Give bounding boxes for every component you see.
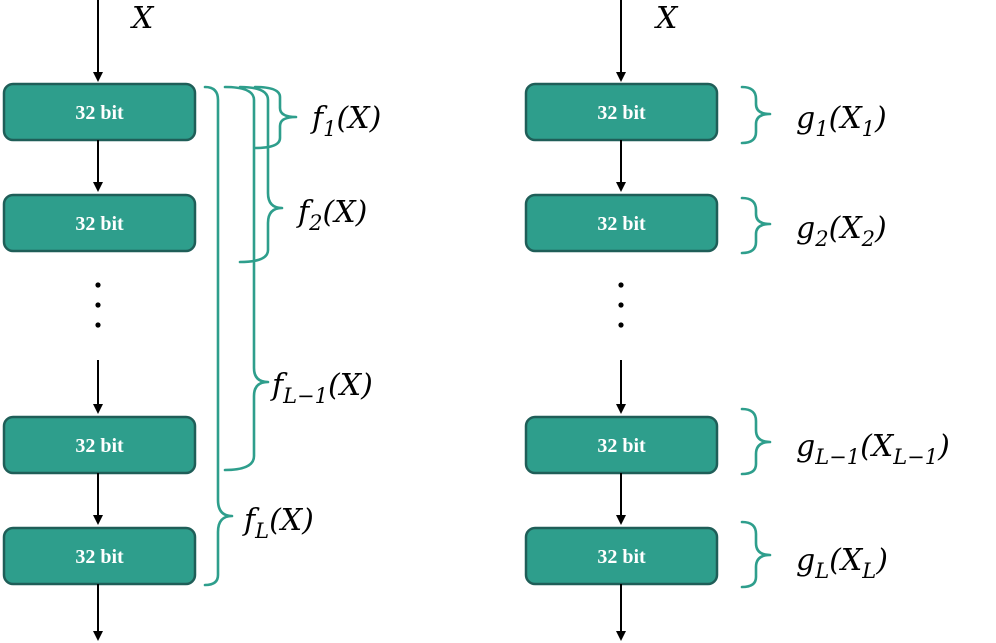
brace-g2	[740, 196, 772, 255]
block-1-label: 32 bit	[75, 102, 124, 124]
left-column: X 32 bit 32 bit 32 bit 32 bit	[2, 0, 381, 641]
brace-f1	[253, 85, 298, 150]
block-r3-label: 32 bit	[597, 435, 646, 457]
block-r4-label: 32 bit	[597, 546, 646, 568]
brace-g1	[740, 85, 772, 145]
label-f2: f2(X)	[296, 195, 367, 235]
input-label-left: X	[130, 1, 155, 36]
block-r2-label: 32 bit	[597, 213, 646, 235]
block-2-label: 32 bit	[75, 213, 124, 235]
brace-fL	[203, 85, 234, 587]
brace-gL	[740, 520, 772, 589]
label-f1: f1(X)	[310, 101, 381, 141]
label-fL: fL(X)	[242, 503, 314, 543]
brace-gL-1	[740, 407, 772, 476]
block-r1-label: 32 bit	[597, 102, 646, 124]
block-3: 32 bit	[2, 415, 197, 475]
label-gL-1: gL−1(XL−1)	[796, 429, 950, 469]
right-column: X 32 bit 32 bit 32 bit 32 bit	[524, 0, 950, 641]
block-r3: 32 bit	[524, 415, 719, 475]
block-r1: 32 bit	[524, 82, 719, 142]
label-gL: gL(XL)	[796, 543, 888, 583]
label-g2: g2(X2)	[796, 211, 887, 251]
ellipsis-left	[95, 282, 101, 328]
block-4-label: 32 bit	[75, 546, 124, 568]
label-g1: g1(X1)	[796, 101, 887, 141]
input-label-right: X	[654, 1, 679, 36]
block-r2: 32 bit	[524, 193, 719, 253]
block-2: 32 bit	[2, 193, 197, 253]
ellipsis-right	[618, 282, 624, 328]
label-fL-1: fL−1(X)	[270, 368, 373, 408]
block-4: 32 bit	[2, 526, 197, 586]
block-1: 32 bit	[2, 82, 197, 142]
block-3-label: 32 bit	[75, 435, 124, 457]
brace-fL-1	[223, 85, 270, 472]
block-r4: 32 bit	[524, 526, 719, 586]
brace-f2	[238, 85, 284, 264]
